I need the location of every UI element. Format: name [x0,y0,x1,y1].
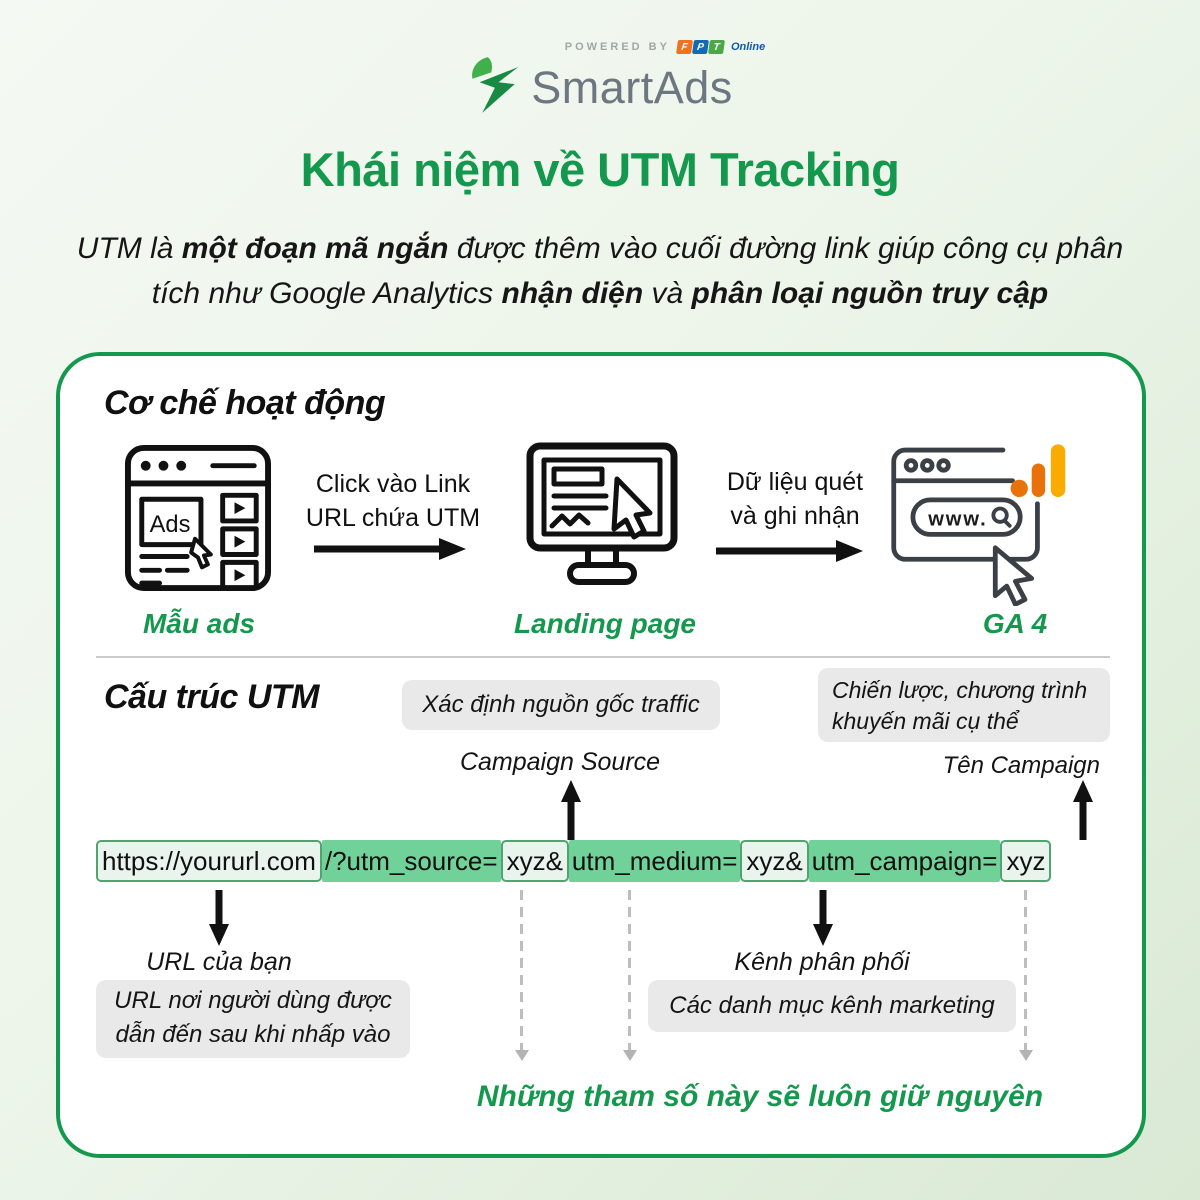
campaign-note-box: Chiến lược, chương trình khuyến mãi cụ t… [818,668,1110,742]
source-note-box: Xác định nguồn gốc traffic [402,680,720,730]
url-segment-medium-value: xyz& [740,840,809,882]
dashed-arrow-down-icon [1019,890,1033,1061]
arrow-down-icon [812,890,834,951]
arrow-right-icon [714,538,864,569]
intro-seg-1: UTM là [76,232,182,265]
medium-note-box: Các danh mục kênh marketing [648,980,1016,1032]
fpt-logo: F P T [675,40,725,54]
arrow-up-icon [560,780,582,845]
intro-paragraph: UTM là một đoạn mã ngắn được thêm vào cu… [60,226,1140,316]
brand-row: SmartAds [467,56,733,119]
content-card: Cơ chế hoạt động Ads [56,352,1146,1158]
url-param-label: URL của bạn [146,948,292,976]
intro-seg-3: được thêm vào cuối đường link giúp công … [151,232,1124,310]
arrow-up-icon [1072,780,1094,845]
dashed-arrow-down-icon [515,890,529,1061]
structure-heading: Cấu trúc UTM [104,678,320,716]
mechanism-heading: Cơ chế hoạt động [104,384,386,422]
intro-seg-6: phân loại nguồn truy cập [691,277,1049,310]
url-note-box: URL nơi người dùng được dẫn đến sau khi … [96,980,410,1058]
dashed-arrow-down-icon [623,890,637,1061]
landing-page-icon [522,441,682,598]
intro-seg-5: và [643,277,692,310]
footer-note: Những tham số này sẽ luôn giữ nguyên [476,1080,1044,1113]
fpt-online-label: Online [730,41,766,53]
campaign-param-label: Tên Campaign [942,752,1100,779]
section-divider [96,656,1110,658]
url-segment-domain: https://yoururl.com [96,840,322,882]
step-label-ads: Mẫu ads [142,608,256,639]
fpt-letter-t: T [707,40,725,54]
arrow-down-icon [208,890,230,951]
page-title: Khái niệm về UTM Tracking [300,143,900,196]
arrow-right-icon [312,536,467,567]
intro-seg-2: một đoạn mã ngắn [181,232,449,265]
url-segment-utm-medium-param: utm_medium= [568,840,741,882]
medium-param-label: Kênh phân phối [734,948,910,976]
fpt-letter-p: P [691,40,709,54]
ads-browser-icon: Ads [124,444,272,597]
fpt-letter-f: F [675,40,693,54]
ga4-browser-icon: www. [888,434,1070,611]
ads-icon-label: Ads [150,512,191,538]
url-segment-utm-source-param: /?utm_source= [321,840,501,882]
ga4-url-text: www. [927,509,987,531]
utm-url-bar: https://yoururl.com /?utm_source= xyz& u… [96,840,1052,882]
brand-header: POWERED BY F P T Online SmartAds [0,40,1200,119]
intro-seg-4: nhận diện [501,277,644,310]
url-segment-source-value: xyz& [500,840,569,882]
brand-name: SmartAds [531,61,733,113]
arrow1-caption: Click vào Link URL chứa UTM [288,468,498,536]
arrow2-caption-line1: Dữ liệu quét [726,468,864,496]
source-param-label: Campaign Source [459,748,661,776]
step-label-landing: Landing page [514,608,696,639]
arrow1-caption-line1: Click vào Link [315,470,471,498]
powered-by-label: POWERED BY [564,41,670,53]
arrow2-caption-line2: và ghi nhận [730,501,860,530]
powered-by-row: POWERED BY F P T Online [565,40,765,54]
arrow2-caption: Dữ liệu quét và ghi nhận [700,466,890,534]
arrow1-caption-line2: URL chứa UTM [305,503,481,532]
url-segment-campaign-value: xyz [1000,840,1052,882]
smartads-bolt-icon [467,56,521,119]
url-segment-utm-campaign-param: utm_campaign= [808,840,1001,882]
step-label-ga4: GA 4 [982,608,1048,639]
